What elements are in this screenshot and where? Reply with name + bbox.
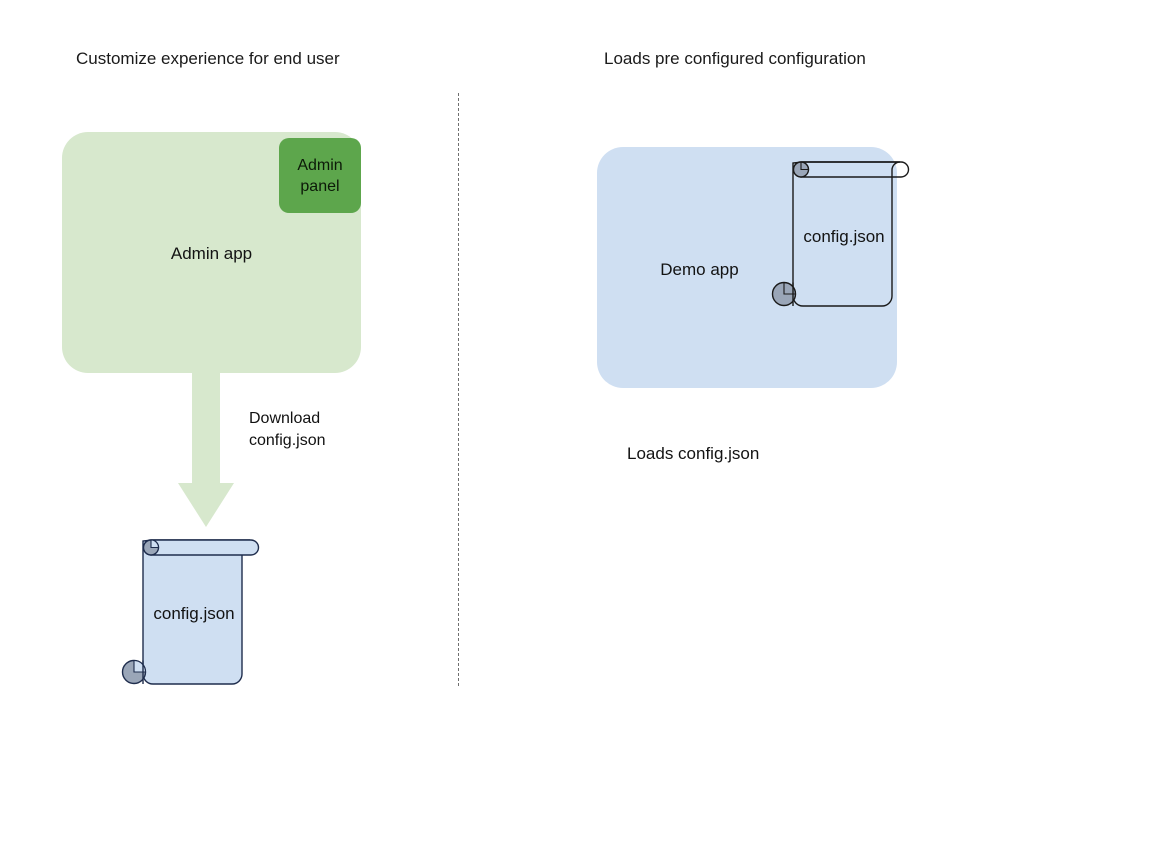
config-json-label-left: config.json (153, 604, 235, 623)
demo-app-label: Demo app (660, 260, 739, 279)
admin-panel-label-line1: Admin (297, 156, 343, 174)
download-arrow-label: Download config.json (249, 408, 326, 452)
admin-app-label: Admin app (170, 244, 253, 263)
download-arrow-label-line2: config.json (249, 432, 326, 449)
config-json-document-left[interactable] (120, 526, 268, 694)
right-panel-title: Loads pre configured configuration (604, 49, 866, 68)
download-arrow-icon (178, 360, 234, 527)
config-json-document-right[interactable] (770, 148, 918, 316)
config-json-label-right: config.json (803, 227, 885, 246)
admin-panel-box[interactable]: Admin panel (279, 138, 361, 213)
admin-panel-label-line2: panel (300, 177, 340, 195)
left-panel-title: Customize experience for end user (76, 49, 340, 68)
admin-panel-label: Admin panel (297, 155, 342, 197)
loads-config-caption: Loads config.json (627, 444, 760, 463)
demo-app-box[interactable] (597, 147, 897, 388)
download-arrow-label-line1: Download (249, 410, 321, 427)
vertical-divider (458, 93, 459, 686)
